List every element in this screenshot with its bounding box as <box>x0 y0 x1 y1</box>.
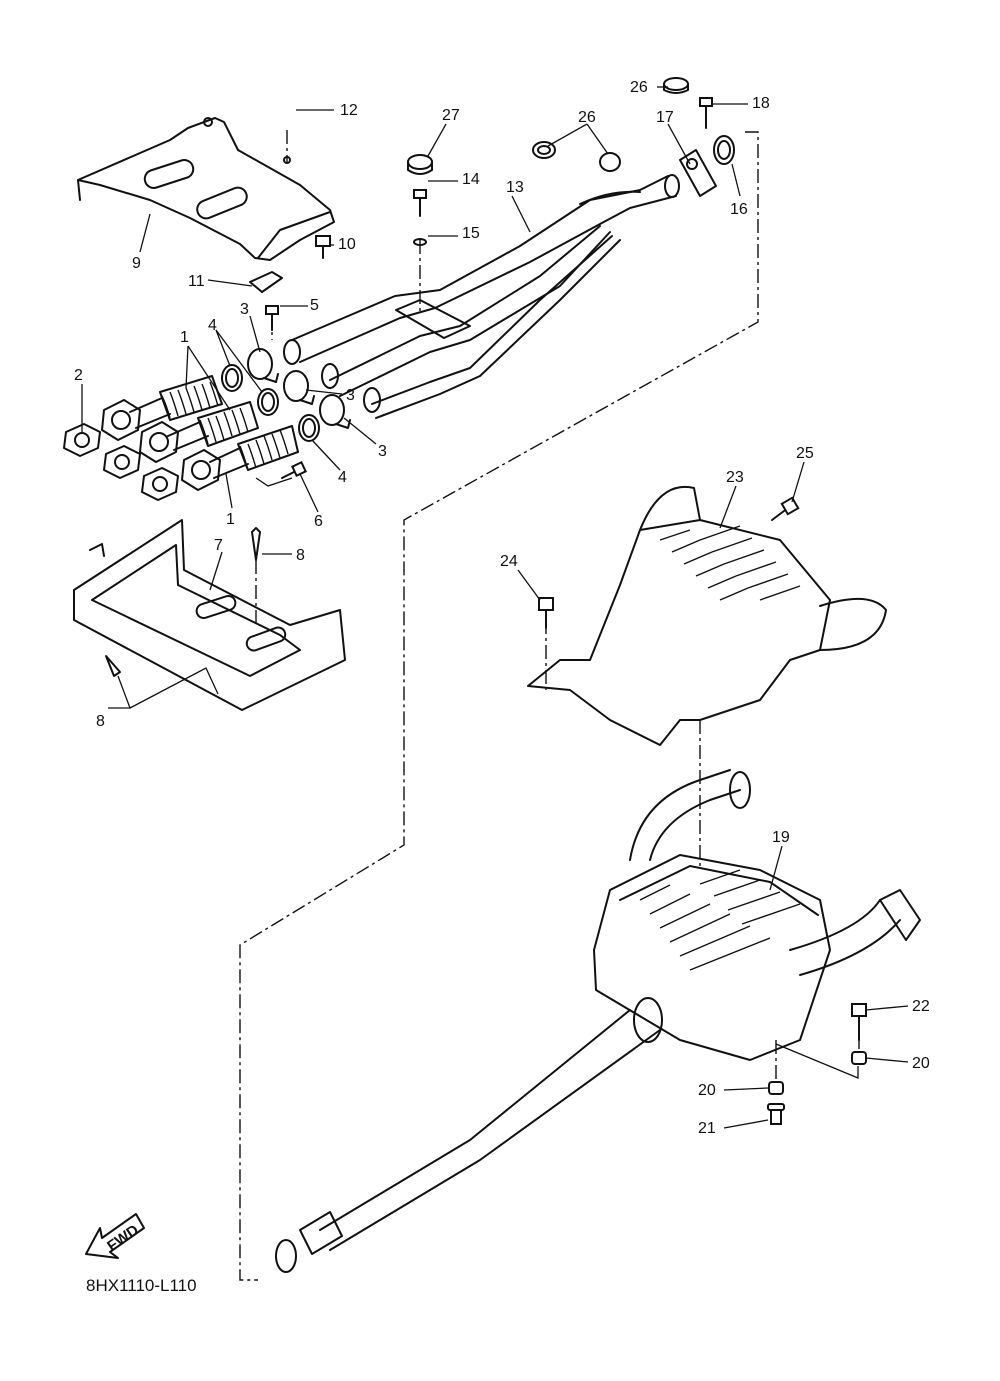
clamp-3 <box>247 348 351 429</box>
callout-21: 21 <box>698 1120 716 1137</box>
callout-9: 9 <box>132 255 141 272</box>
callout-7: 7 <box>214 537 223 554</box>
muffler-assembly <box>593 769 921 1061</box>
callout-26-a: 26 <box>578 109 596 126</box>
rivets-8 <box>105 527 261 677</box>
exhaust-pipe-assembly <box>101 375 299 491</box>
callout-19: 19 <box>772 829 790 846</box>
gasket-4 <box>221 364 320 442</box>
callout-11: 11 <box>188 273 205 290</box>
callout-17: 17 <box>656 109 674 126</box>
callout-2: 2 <box>74 367 83 384</box>
tail-pipe <box>275 997 663 1273</box>
bolt-24 <box>538 597 554 629</box>
callout-10: 10 <box>338 236 356 253</box>
grommet-20 <box>768 1051 867 1095</box>
fwd-arrow-icon: FWD <box>85 1213 145 1259</box>
callout-6: 6 <box>314 513 323 530</box>
callout-4-a: 4 <box>208 317 217 334</box>
callout-23: 23 <box>726 469 744 486</box>
diagram-code: 8HX1110-L110 <box>86 1276 197 1295</box>
callout-8-a: 8 <box>296 547 305 564</box>
callout-15: 15 <box>462 225 480 242</box>
bolt-5 <box>265 305 279 331</box>
callout-22: 22 <box>912 998 930 1015</box>
gasket-2 <box>63 423 179 501</box>
callout-13: 13 <box>506 179 524 196</box>
bracket-17 <box>679 149 717 197</box>
collar-21 <box>767 1103 785 1125</box>
callout-27: 27 <box>442 107 460 124</box>
lower-heat-protector <box>73 519 346 711</box>
bolt-25 <box>771 496 800 521</box>
callout-3-a: 3 <box>240 301 249 318</box>
callout-labels: 12 27 26 26 17 18 14 13 16 15 10 9 11 5 … <box>74 79 930 1137</box>
bolt-10 <box>315 235 331 259</box>
callout-5: 5 <box>310 297 319 314</box>
callout-12: 12 <box>340 102 358 119</box>
bolt-18 <box>699 97 713 129</box>
bolt-6 <box>281 461 307 479</box>
callout-20-b: 20 <box>698 1082 716 1099</box>
callout-8-b: 8 <box>96 713 105 730</box>
callout-3-b: 3 <box>346 387 355 404</box>
callout-18: 18 <box>752 95 770 112</box>
leader-lines <box>81 86 909 1129</box>
bracket-11 <box>249 271 283 293</box>
exhaust-pipe-13 <box>283 174 680 419</box>
callout-1-b: 1 <box>226 511 235 528</box>
bolt-14 <box>413 189 427 217</box>
callout-14: 14 <box>462 171 480 188</box>
plugs-26-27 <box>407 77 689 175</box>
muffler-protector <box>527 485 887 746</box>
callout-1-a: 1 <box>180 329 189 346</box>
callout-26-b: 26 <box>630 79 648 96</box>
washer-15 <box>413 238 427 246</box>
fwd-label: FWD <box>104 1221 142 1255</box>
callout-20-a: 20 <box>912 1055 930 1072</box>
callout-24: 24 <box>500 553 518 570</box>
callout-4-b: 4 <box>338 469 347 486</box>
callout-16: 16 <box>730 201 748 218</box>
callout-3-c: 3 <box>378 443 387 460</box>
centerline-frames <box>239 130 860 1281</box>
gasket-16 <box>713 135 735 165</box>
callout-25: 25 <box>796 445 814 462</box>
upper-heat-protector <box>77 117 335 261</box>
bolt-22 <box>851 1003 867 1041</box>
